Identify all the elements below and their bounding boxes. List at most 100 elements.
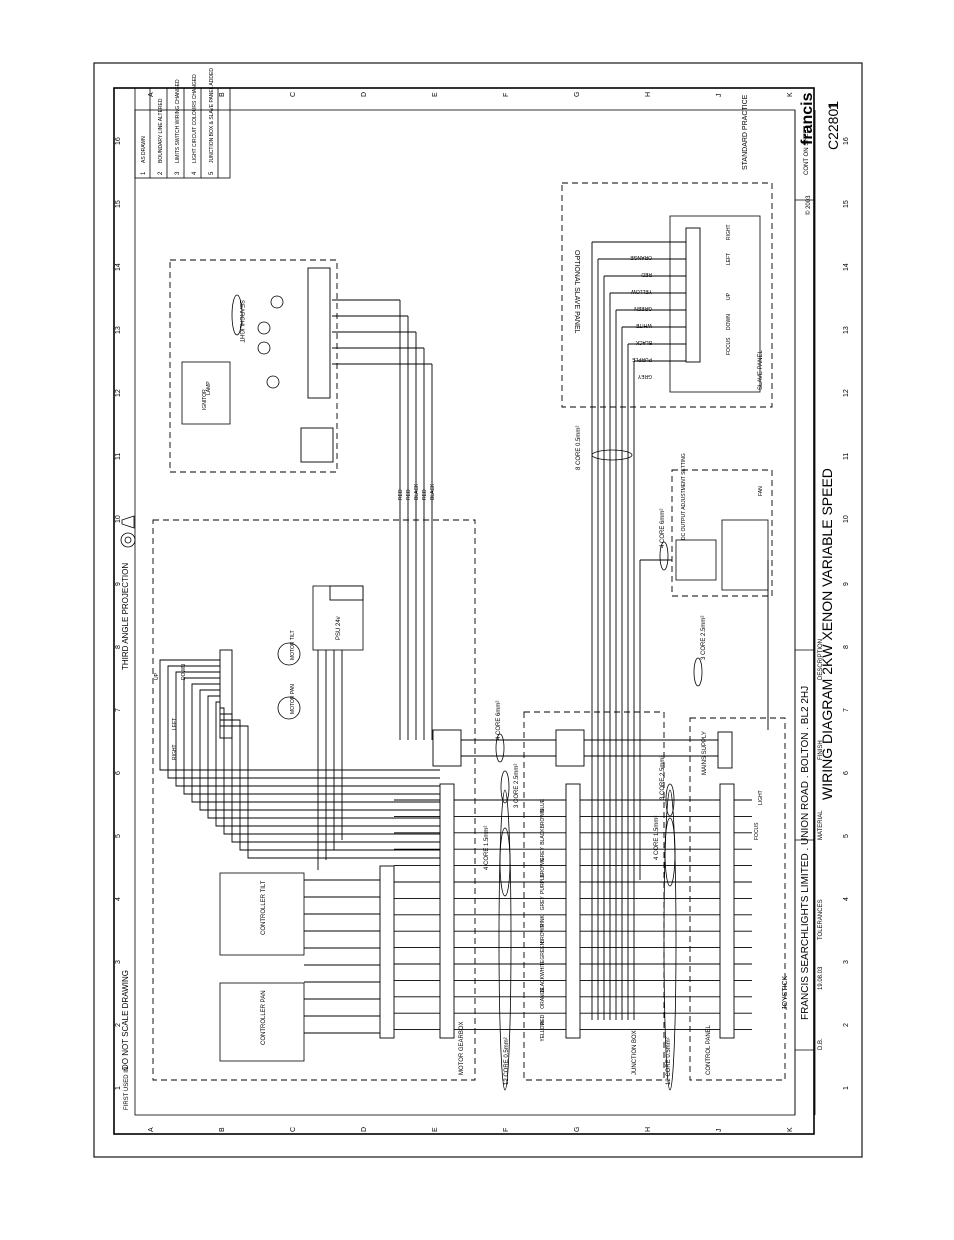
grid-row-top-D: D [361,92,368,97]
gearbox-power-terminals [432,729,462,767]
limit-switch-wire [175,671,440,787]
slave-wire-colour: YELLOW [631,288,652,294]
grid-col-right-6: 6 [843,771,850,775]
grid-col-right-2: 2 [843,1023,850,1027]
junction-box-label: JUNCTION BOX [632,1030,638,1075]
cable-4core-6mm-2-label: 4 CORE 6mm² [496,701,502,740]
revision-number: 1 [141,171,147,175]
revision-number: 4 [192,171,198,175]
grid-col-right-8: 8 [843,645,850,649]
grid-col-5: 5 [115,834,122,838]
control-panel-enclosure [689,717,786,1081]
grid-row-top-F: F [503,93,510,97]
joystick-label: JOYSTICK [782,975,789,1010]
description-label: DESCRIPTION [818,639,824,680]
grid-col-right-9: 9 [843,582,850,586]
slave-terminal-strip [685,227,701,363]
finish-label: FINISH [818,740,824,760]
grid-row-top-C: C [290,92,297,97]
limit-switch-wire [167,665,440,779]
controller-pan-label: CONTROLLER PAN [261,990,267,1045]
revision-text: LIGHT CIRCUIT COLOURS CHANGED [192,74,198,163]
cable-bundle [498,789,512,1091]
control-panel-label: CONTROL PANEL [706,1024,712,1075]
motor-gearbox-label: MOTOR GEARBOX [459,1021,465,1075]
focus-motor-2-icon [257,341,271,355]
grid-row-B: B [219,1127,226,1132]
grid-col-9: 9 [115,582,122,586]
junction-cable-terminals [565,783,581,1039]
dc-output-panel [675,519,769,591]
grid-col-right-1: 1 [843,1086,850,1090]
searchlight-enclosure [169,259,338,473]
gearbox-controller-terminals [379,865,395,1039]
limit-switch-wire [183,677,440,795]
ignitor-box [181,361,231,425]
grid-col-14: 14 [115,263,122,271]
grid-col-right-12: 12 [843,389,850,397]
copyright: © 2003 [805,195,812,215]
title-block: FRANCIS SEARCHLIGHTS LIMITED . UNION ROA… [121,92,841,1115]
psu-unit [312,585,364,651]
dc-output-enclosure [671,469,773,597]
standard-practice: STANDARD PRACTICE [742,94,749,170]
cable-12core-label: 12 CORE 0.5mm² [504,1037,510,1085]
slave-wire-colour: ORANGE [630,254,652,260]
cable-bundle [495,733,505,763]
revision-number: 2 [158,171,164,175]
company-name: FRANCIS SEARCHLIGHTS LIMITED . UNION ROA… [800,686,811,1020]
junction-power-terminals [555,729,585,767]
wire-colour-label: BLACK [540,828,546,845]
limit-switch-wire [220,707,440,835]
dc-output-label: DC OUTPUT ADJUSTMENT SETTING [681,453,687,540]
grid-col-10: 10 [115,515,122,523]
fan-label: FAN [758,486,764,496]
do-not-scale: DO NOT SCALE DRAWING [121,970,130,1070]
grid-col-12: 12 [115,389,122,397]
wire-colour-label: ORANGE [540,986,546,1008]
wire-colour-label: BROWN [540,809,546,829]
limit-switch-wire [199,689,440,811]
ignitor-label: IGNITOR [202,389,208,410]
drawing-frame [113,87,815,1135]
grid-col-15: 15 [115,200,122,208]
wire-colour-label: BROWN [540,924,546,944]
grid-row-K: K [787,1127,794,1132]
limit-switch-wire [215,701,440,827]
limit-switch-wire [191,683,440,803]
cable-4core-6mm-label: 4 CORE 6mm² [660,509,666,548]
searchlight-terminal-strip [307,267,331,399]
grid-col-right-15: 15 [843,200,850,208]
wire-colour-label: BLUE [540,798,546,812]
wire-colour-label: BLACK [540,975,546,992]
cable-3core-2-label: 3 CORE 2.5mm² [660,756,666,800]
grid-col-11: 11 [115,453,122,460]
grid-row-F: F [503,1128,510,1132]
wiring [159,241,769,1091]
slave-focus-label: FOCUS [726,337,732,355]
slave-panel-label: OPTIONAL SLAVE PANEL [573,250,580,334]
revision-text: LIMITS SWITCH WIRING CHANGED [175,79,181,163]
grid-row-D: D [361,1127,368,1132]
slave-wire-colour: RED [641,271,652,277]
grid-row-E: E [432,1127,439,1132]
xenon-lamp-icon [231,294,243,336]
cont-on-sheet: CONT ON SHEET [804,125,810,175]
wire-colour-label: YELLOW [540,1020,546,1041]
focus-motor-icon [257,321,271,335]
slave-panel [669,215,761,393]
grid-col-2: 2 [115,1023,122,1027]
mains-terminals [717,731,733,769]
grid-col-right-11: 11 [843,453,850,460]
grid-col-right-7: 7 [843,708,850,712]
lamp-label: LAMP [206,381,212,395]
drawing-number: C22801 [825,101,841,150]
heater-icon [266,375,280,389]
controller-tilt-label: CONTROLLER TILT [261,880,267,935]
revision-text: JUNCTION BOX & SLAVE PANEL ADDED [209,68,215,163]
wire-colour-label: RED [540,1014,546,1025]
sheet-number: 1 [825,102,841,110]
